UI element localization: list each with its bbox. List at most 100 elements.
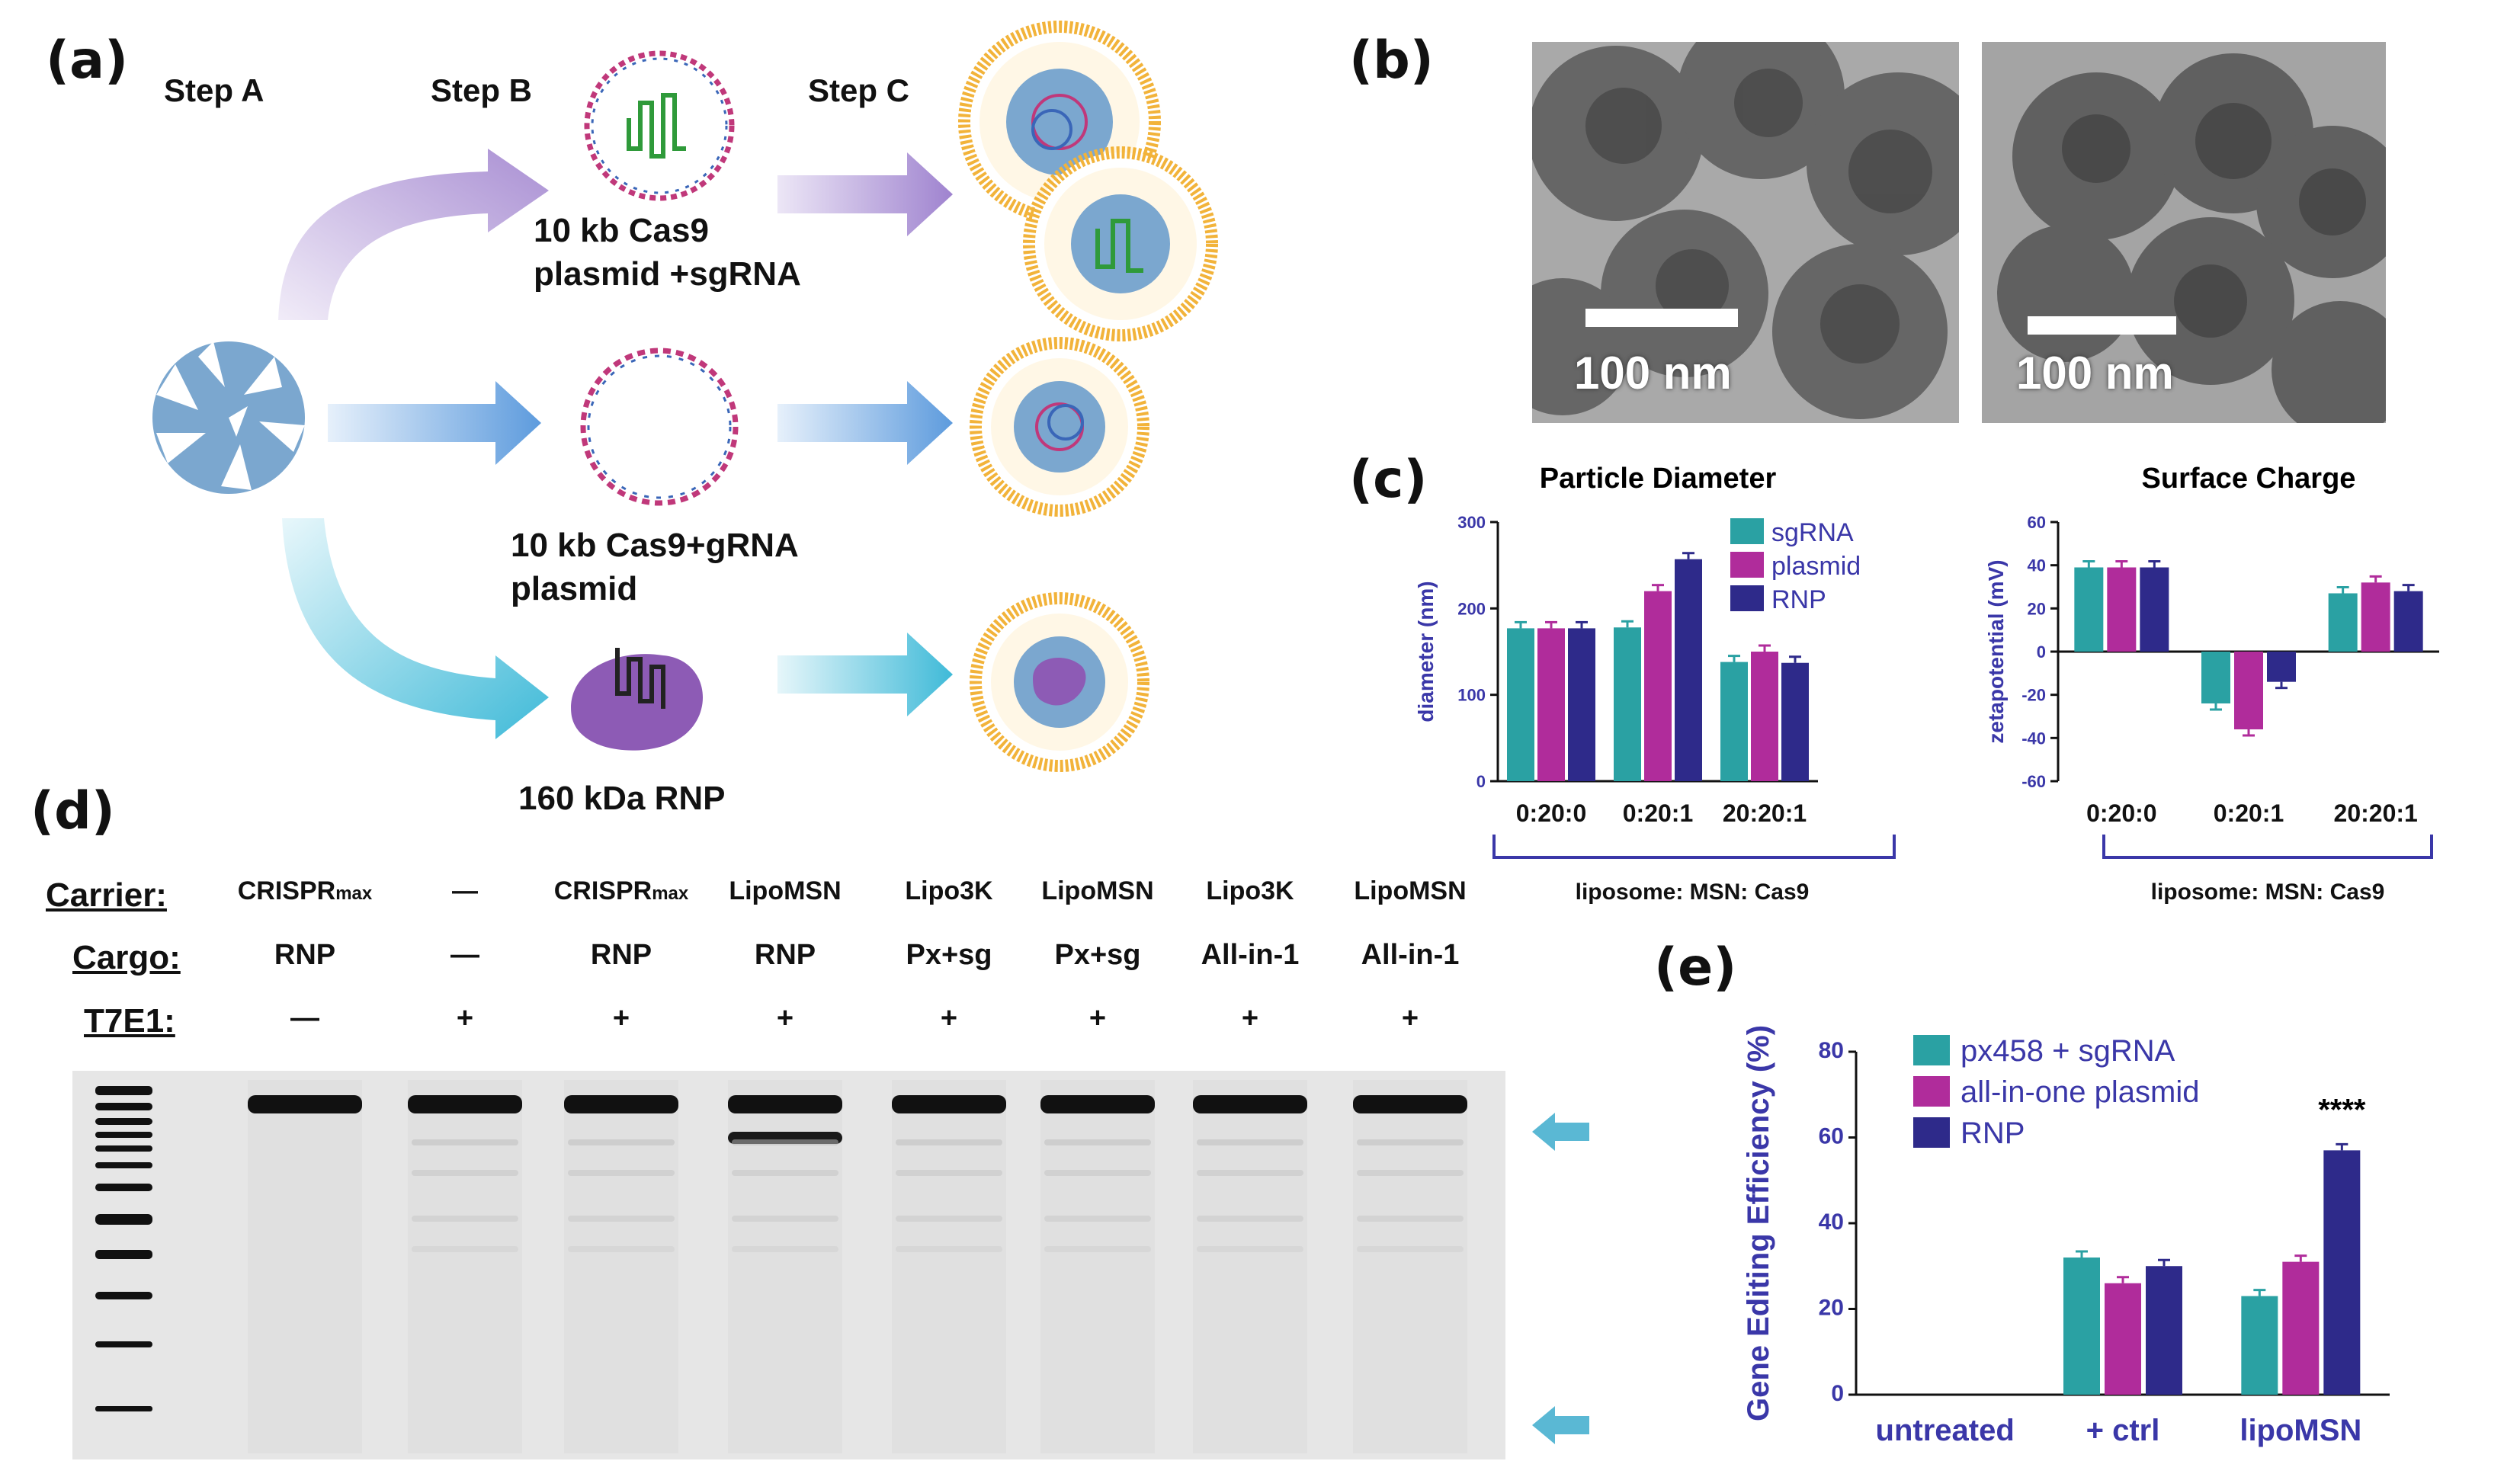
y-tick-label: 20 (1819, 1296, 1844, 1321)
bar (2234, 652, 2263, 729)
y-tick-label: -20 (2021, 686, 2046, 705)
gel-lane (248, 1080, 362, 1453)
panel-label-c: (c) (1349, 450, 1428, 510)
lane-carrier: LipoMSN (729, 876, 842, 905)
row-label-cargo: Cargo: (72, 939, 181, 976)
y-tick-label: -60 (2021, 772, 2046, 791)
cargo-2-line-2: plasmid (511, 570, 638, 607)
arrow-step-c-2-icon (777, 381, 953, 465)
bar (2361, 582, 2390, 652)
smear-band (732, 1139, 838, 1145)
x-bracket (1492, 835, 1896, 859)
smear-band (568, 1139, 675, 1145)
legend-swatch (1730, 552, 1764, 578)
y-tick-label: 0 (2037, 642, 2046, 662)
lane-carrier: — (452, 876, 478, 905)
arrow-to-rnp-icon (282, 518, 549, 739)
bar (2146, 1266, 2182, 1395)
liposome-particle-2-icon (1023, 146, 1218, 341)
lane-carrier-subscript: max (335, 883, 373, 904)
lane-carrier-subscript: max (652, 883, 689, 904)
y-axis-label: zetapotential (mV) (1984, 559, 2008, 743)
smear-band (1044, 1170, 1151, 1176)
row-label-t7e1: T7E1: (84, 1002, 175, 1040)
y-tick-label: 60 (2028, 513, 2046, 532)
x-tick-label: 0:20:1 (2214, 799, 2284, 827)
gel-lane (892, 1080, 1006, 1453)
x-tick-label: 0:20:0 (2086, 799, 2157, 827)
lane-cargo: Px+sg (1054, 939, 1141, 971)
smear-band (568, 1246, 675, 1252)
step-a-label: Step A (164, 72, 265, 108)
bar (1751, 652, 1778, 781)
cargo-1-line-1: 10 kb Cas9 (534, 212, 709, 249)
full-length-band (1193, 1095, 1307, 1113)
smear-band (1197, 1246, 1303, 1252)
step-c-label: Step C (808, 72, 910, 108)
x-tick-label: 0:20:0 (1516, 799, 1587, 827)
lane-carrier: CRISPRmax (237, 876, 373, 905)
legend-label: px458 + sgRNA (1961, 1034, 2175, 1068)
x-axis-label: liposome: MSN: Cas9 (2151, 879, 2385, 905)
full-length-band-arrow-icon (1532, 1113, 1589, 1151)
msn-particle-icon (152, 341, 305, 494)
tem-image-right: 100 nm (1982, 42, 2386, 423)
legend-swatch (1730, 518, 1764, 544)
liposome-particle-4-icon (970, 592, 1149, 772)
bar (2074, 567, 2104, 652)
full-length-band (892, 1095, 1006, 1113)
bar (1720, 662, 1748, 781)
panel-label-e: (e) (1654, 937, 1737, 998)
smear-band (1357, 1170, 1464, 1176)
full-length-band (408, 1095, 522, 1113)
full-length-band (1040, 1095, 1155, 1113)
row-label-carrier: Carrier: (46, 876, 167, 914)
chart-title: Particle Diameter (1540, 463, 1777, 495)
y-tick-label: -40 (2021, 729, 2046, 748)
liposome-particle-3-icon (970, 337, 1149, 517)
smear-band (732, 1216, 838, 1222)
bar (2201, 652, 2230, 703)
smear-band (896, 1246, 1002, 1252)
surface-charge-chart: Surface Charge6040200-20-40-60zetapotent… (1984, 463, 2439, 905)
gel-lane (1040, 1080, 1155, 1453)
y-tick-label: 200 (1457, 599, 1486, 618)
scale-bar-label-left: 100 nm (1574, 348, 1732, 399)
panel-label-b: (b) (1349, 30, 1434, 91)
legend-label: plasmid (1771, 552, 1861, 581)
smear-band (896, 1216, 1002, 1222)
gel-lane (408, 1080, 522, 1453)
cargo-2-line-1: 10 kb Cas9+gRNA (511, 527, 799, 564)
panel-label-a: (a) (46, 30, 129, 91)
full-length-band (248, 1095, 362, 1113)
legend-swatch (1913, 1117, 1950, 1148)
cleaved-band-arrow-icon (1532, 1406, 1589, 1444)
cargo-3-label: 160 kDa RNP (518, 780, 726, 817)
smear-band (1357, 1216, 1464, 1222)
lane-carrier: LipoMSN (1041, 876, 1154, 905)
smear-band (1197, 1216, 1303, 1222)
bar (1675, 559, 1702, 781)
step-b-label: Step B (431, 72, 533, 108)
bar (1537, 628, 1565, 781)
y-tick-label: 60 (1819, 1124, 1844, 1149)
legend-swatch (1730, 585, 1764, 611)
bar (1507, 628, 1534, 781)
legend-label: sgRNA (1771, 518, 1854, 547)
bar (2107, 567, 2137, 652)
gel-lane (564, 1080, 678, 1453)
x-tick-label: 20:20:1 (2334, 799, 2418, 827)
smear-band (1044, 1246, 1151, 1252)
lane-cargo: RNP (590, 939, 652, 971)
tem-image-left: 100 nm (1532, 42, 1959, 423)
smear-band (568, 1170, 675, 1176)
smear-band (732, 1246, 838, 1252)
x-tick-label: 20:20:1 (1723, 799, 1807, 827)
lane-cargo: All-in-1 (1201, 939, 1300, 971)
x-axis-label: liposome: MSN: Cas9 (1576, 879, 1810, 905)
lane-t7e1: + (456, 1002, 474, 1034)
smear-band (412, 1170, 518, 1176)
x-tick-label: 0:20:1 (1623, 799, 1694, 827)
smear-band (896, 1170, 1002, 1176)
